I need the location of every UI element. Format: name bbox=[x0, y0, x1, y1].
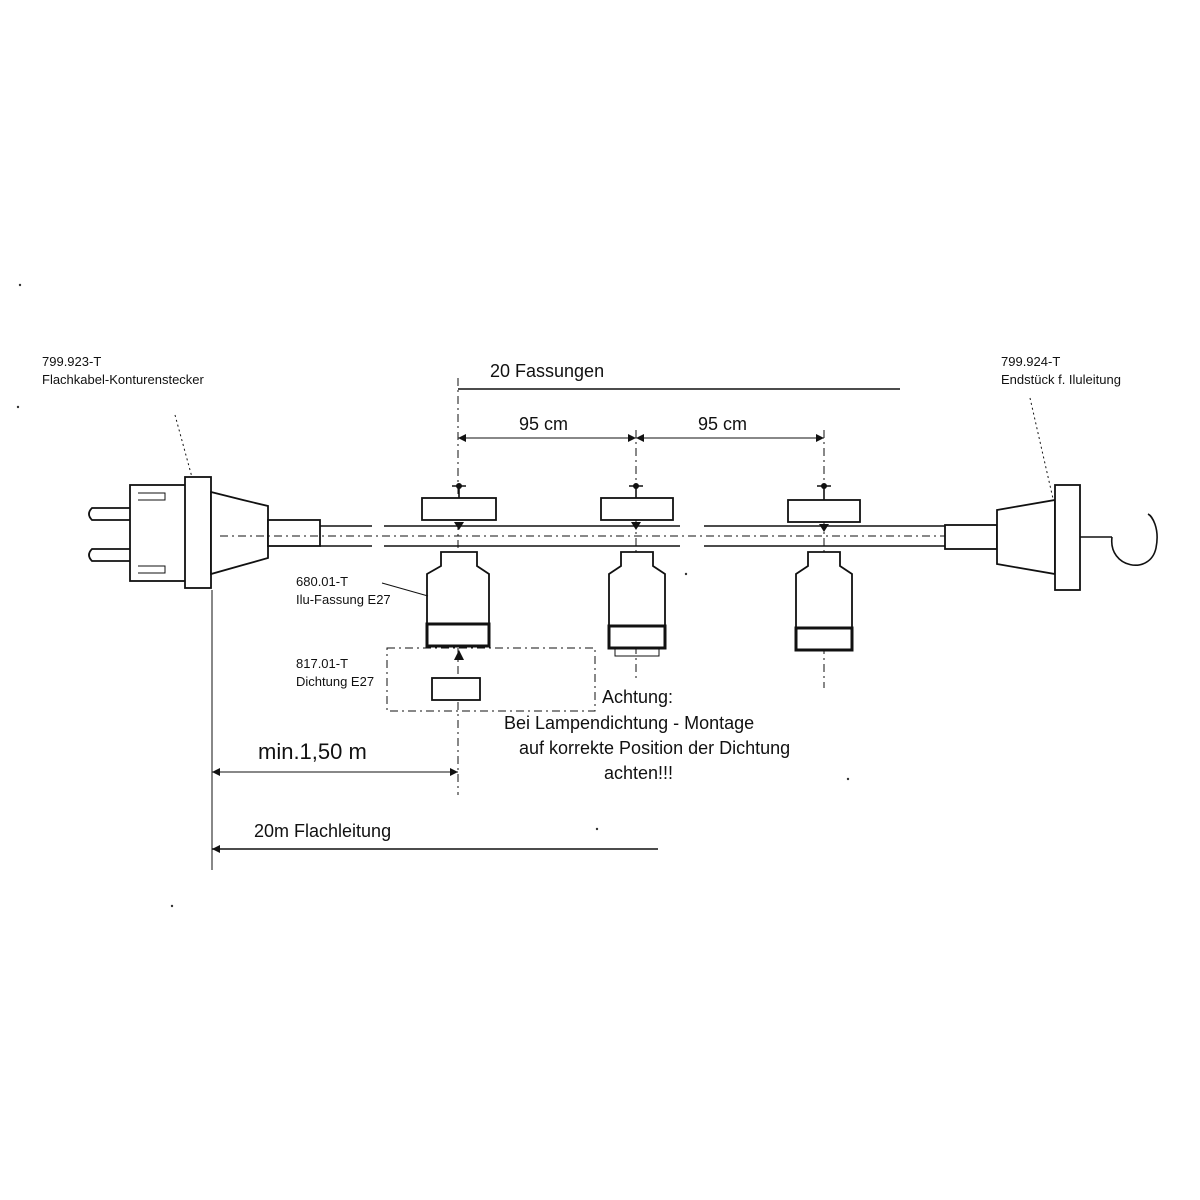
socket-leader-line bbox=[381, 582, 429, 597]
lamp-socket-1 bbox=[421, 483, 497, 660]
seal-name-label: Dichtung E27 bbox=[296, 674, 374, 689]
socket-code-label: 680.01-T bbox=[296, 574, 348, 589]
scan-specks bbox=[16, 283, 850, 908]
warning-title: Achtung: bbox=[602, 687, 673, 707]
seal-detail bbox=[386, 647, 596, 712]
socket-name-label: Ilu-Fassung E27 bbox=[296, 592, 391, 607]
end-leader-line bbox=[1029, 397, 1063, 539]
flat-cable-plug bbox=[88, 476, 321, 589]
spacing-dimension-1 bbox=[458, 434, 636, 442]
end-code-label: 799.924-T bbox=[1001, 354, 1060, 369]
seal-code-label: 817.01-T bbox=[296, 656, 348, 671]
min-distance-label: min.1,50 m bbox=[258, 739, 367, 764]
min-distance-dimension bbox=[212, 768, 458, 776]
spacing-label-2: 95 cm bbox=[698, 414, 747, 434]
plug-name-label: Flachkabel-Konturenstecker bbox=[42, 372, 205, 387]
warning-line-3: achten!!! bbox=[604, 763, 673, 783]
plug-code-label: 799.923-T bbox=[42, 354, 101, 369]
lamp-socket-3 bbox=[787, 483, 861, 652]
end-piece bbox=[944, 484, 1158, 591]
spacing-label-1: 95 cm bbox=[519, 414, 568, 434]
cable-length-dimension bbox=[212, 845, 658, 853]
warning-line-1: Bei Lampendichtung - Montage bbox=[504, 713, 754, 733]
warning-line-2: auf korrekte Position der Dichtung bbox=[519, 738, 790, 758]
end-name-label: Endstück f. Iluleitung bbox=[1001, 372, 1121, 387]
cable-length-label: 20m Flachleitung bbox=[254, 821, 391, 841]
spacing-dimension-2 bbox=[636, 434, 824, 442]
flat-cable bbox=[220, 525, 1000, 547]
lamp-socket-2 bbox=[600, 483, 674, 657]
hook-icon bbox=[1111, 513, 1158, 566]
sockets-count-label: 20 Fassungen bbox=[490, 361, 604, 381]
